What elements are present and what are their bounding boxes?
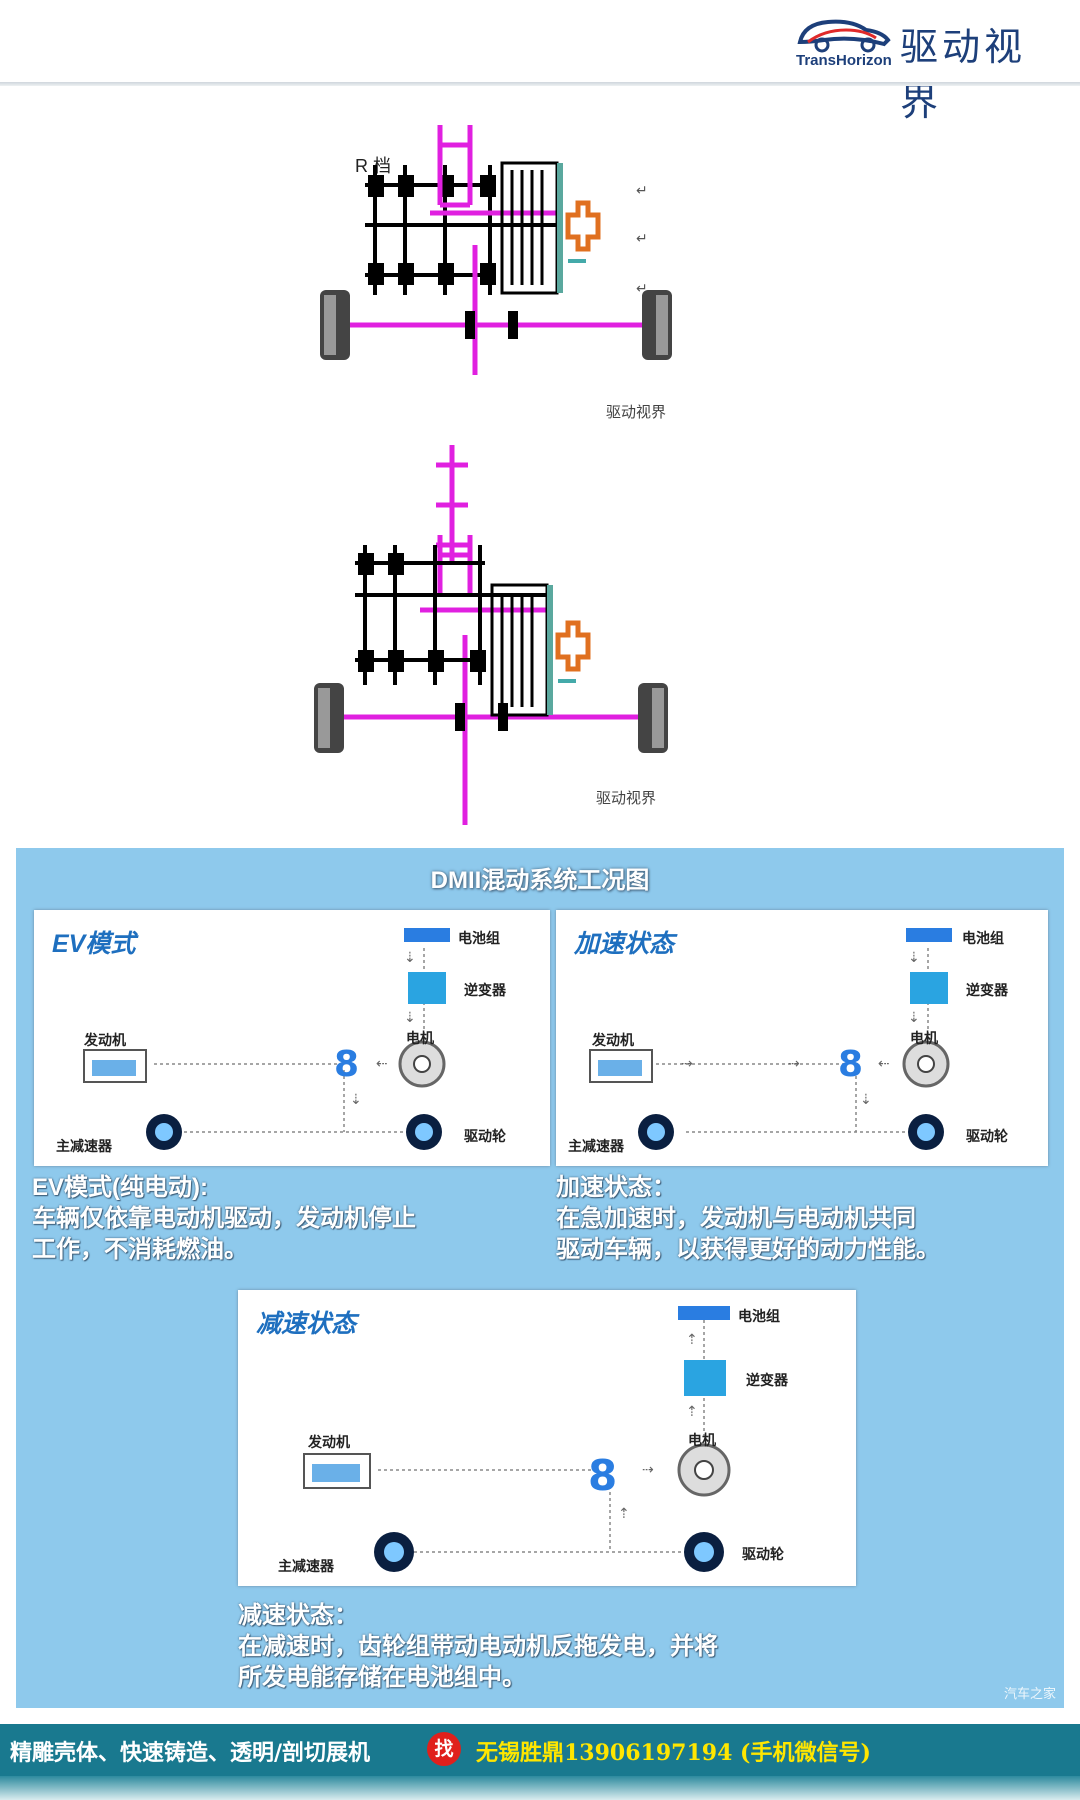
desc-line: 减速状态： [238, 1602, 358, 1629]
acceleration-flow-diagram: 8 ⇢ ⇢ ⇠ ⇣ ⇣ ⇣ [589, 928, 952, 1150]
logo-english: TransHorizon [796, 52, 892, 69]
footer-contact[interactable]: 无锡胜鼎13906197194 (手机微信号) [476, 1740, 871, 1766]
svg-text:⇣: ⇣ [404, 950, 416, 966]
svg-text:⇣: ⇣ [908, 950, 920, 966]
svg-text:↵: ↵ [636, 231, 648, 247]
label-battery: 电池组 [962, 930, 1004, 946]
card-title: 加速状态 [574, 930, 675, 958]
panel-title: DMII混动系统工况图 [430, 867, 650, 894]
svg-text:⇡: ⇡ [686, 1332, 698, 1348]
svg-text:⇠: ⇠ [878, 1056, 890, 1072]
svg-text:⇣: ⇣ [908, 1010, 920, 1026]
desc-line: 车辆仅依靠电动机驱动，发动机停止 [32, 1205, 416, 1232]
svg-text:⇣: ⇣ [350, 1092, 362, 1108]
label-battery: 电池组 [458, 930, 500, 946]
desc-line: 在减速时，齿轮组带动电动机反拖发电，并将 [238, 1633, 718, 1660]
label-motor: 电机 [688, 1432, 716, 1448]
label-battery: 电池组 [738, 1308, 780, 1324]
label-reducer: 主减速器 [568, 1138, 624, 1154]
source-watermark: 汽车之家 [1003, 1686, 1056, 1701]
transmission-diagram-2: 驱动视界 [314, 445, 668, 825]
label-motor: 电机 [406, 1030, 434, 1046]
brand-logo[interactable]: TransHorizon 驱动视界 [794, 12, 1054, 124]
car-logo-icon [797, 19, 891, 53]
label-wheel: 驱动轮 [464, 1128, 506, 1144]
svg-text:⇠: ⇠ [376, 1056, 388, 1072]
find-badge-icon: 找 [427, 1732, 461, 1766]
desc-line: 驱动车辆，以获得更好的动力性能。 [556, 1236, 940, 1263]
card-title: 减速状态 [256, 1310, 357, 1338]
label-reducer: 主减速器 [278, 1558, 334, 1574]
desc-line: EV模式(纯电动): [32, 1174, 208, 1201]
svg-text:⇡: ⇡ [686, 1404, 698, 1420]
label-motor: 电机 [910, 1030, 938, 1046]
ad-footer[interactable]: 精雕壳体、快速铸造、透明/剖切展机 找 无锡胜鼎13906197194 (手机微… [0, 1724, 1080, 1776]
label-engine: 发动机 [592, 1032, 634, 1048]
hybrid-mode-panel: DMII混动系统工况图 EV模式 8 ⇠ ⇣ ⇣ ⇣ 电池组 逆变器 发动机 电… [16, 848, 1064, 1708]
svg-text:⇢: ⇢ [788, 1056, 800, 1072]
ev-flow-diagram: 8 ⇠ ⇣ ⇣ ⇣ [83, 928, 450, 1150]
card-ev-mode: EV模式 8 ⇠ ⇣ ⇣ ⇣ 电池组 逆变器 发动机 电机 主减速器 驱动轮 [34, 910, 550, 1166]
svg-text:8: 8 [838, 1044, 863, 1085]
svg-text:↵: ↵ [636, 183, 648, 199]
label-inverter: 逆变器 [464, 982, 506, 998]
label-inverter: 逆变器 [746, 1372, 788, 1388]
deceleration-flow-diagram: 8 ⇢ ⇡ ⇡ ⇡ [303, 1306, 731, 1572]
svg-text:↵: ↵ [636, 281, 648, 297]
header-divider [0, 82, 1080, 86]
page-header: TransHorizon 驱动视界 [0, 0, 1080, 124]
label-wheel: 驱动轮 [966, 1128, 1008, 1144]
card-deceleration: 减速状态 8 ⇢ ⇡ ⇡ ⇡ 电池组 逆变器 发动机 电机 主减速器 驱动轮 [238, 1290, 856, 1586]
desc-line: 在急加速时，发动机与电动机共同 [556, 1205, 916, 1232]
svg-text:⇢: ⇢ [642, 1462, 654, 1478]
label-engine: 发动机 [84, 1032, 126, 1048]
desc-line: 加速状态： [556, 1174, 676, 1201]
svg-text:8: 8 [334, 1044, 359, 1085]
label-inverter: 逆变器 [966, 982, 1008, 998]
watermark-drawing-1: 驱动视界 [606, 404, 666, 421]
footer-gradient [0, 1776, 1080, 1800]
card-title: EV模式 [52, 930, 136, 958]
label-wheel: 驱动轮 [742, 1546, 784, 1562]
desc-line: 所发电能存储在电池组中。 [238, 1664, 526, 1691]
logo-chinese: 驱动视界 [900, 25, 1027, 124]
desc-line: 工作，不消耗燃油。 [32, 1236, 248, 1263]
ev-description: EV模式(纯电动): 车辆仅依靠电动机驱动，发动机停止 工作，不消耗燃油。 [32, 1172, 416, 1265]
transmission-diagram-reverse: ↵ ↵ ↵ 驱动视界 [320, 125, 672, 421]
deceleration-description: 减速状态： 在减速时，齿轮组带动电动机反拖发电，并将 所发电能存储在电池组中。 [238, 1600, 718, 1693]
acceleration-description: 加速状态： 在急加速时，发动机与电动机共同 驱动车辆，以获得更好的动力性能。 [556, 1172, 940, 1265]
card-acceleration: 加速状态 8 ⇢ ⇢ ⇠ ⇣ ⇣ ⇣ 电池组 逆变器 发动机 电机 主减速器 [556, 910, 1048, 1166]
label-engine: 发动机 [308, 1434, 350, 1450]
svg-text:⇡: ⇡ [618, 1506, 630, 1522]
watermark-drawing-2: 驱动视界 [596, 790, 656, 807]
svg-text:⇣: ⇣ [860, 1092, 872, 1108]
label-reducer: 主减速器 [56, 1138, 112, 1154]
svg-text:⇢: ⇢ [681, 1056, 693, 1072]
svg-text:⇣: ⇣ [404, 1010, 416, 1026]
footer-services: 精雕壳体、快速铸造、透明/剖切展机 [10, 1740, 371, 1766]
svg-text:8: 8 [588, 1451, 617, 1500]
